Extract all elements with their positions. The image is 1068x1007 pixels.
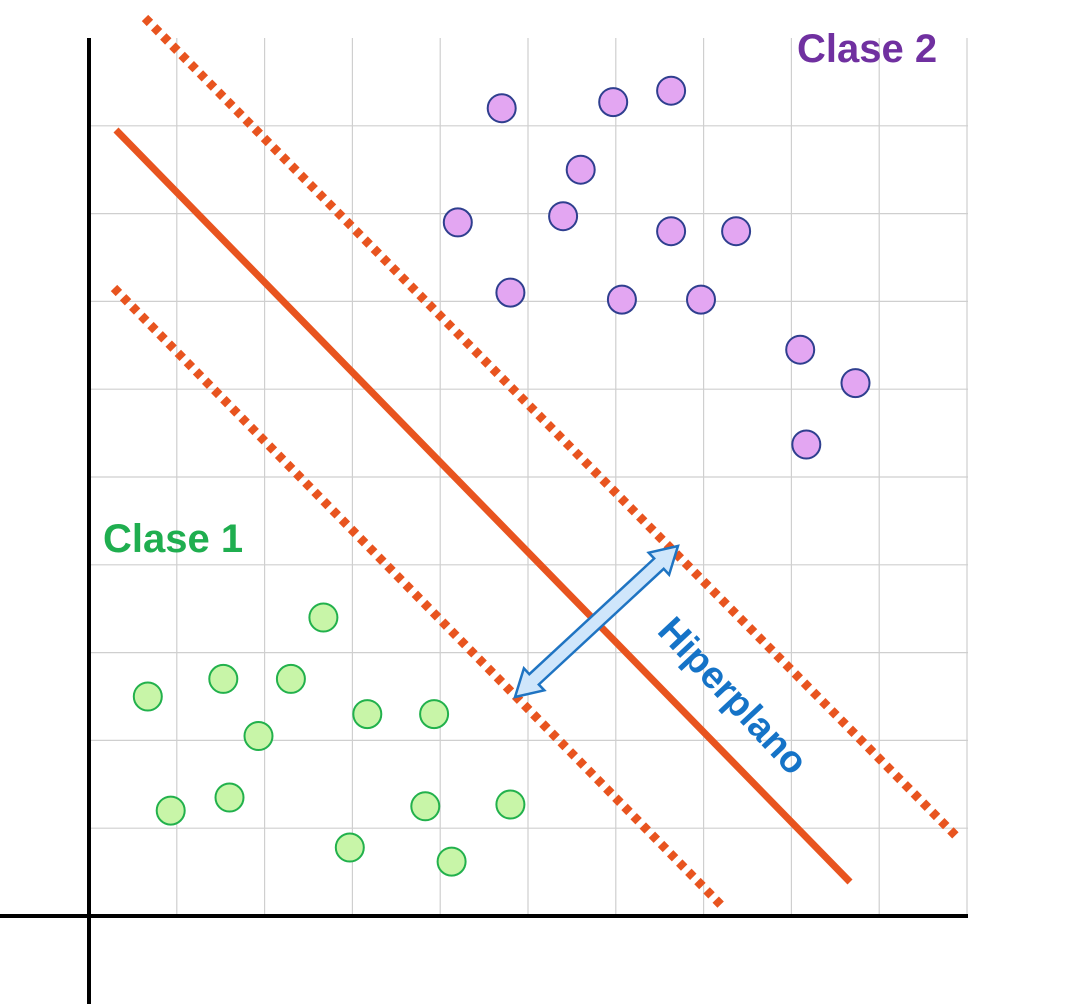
- class-1-point: [410, 791, 441, 822]
- class-1-label: Clase 1: [103, 517, 243, 561]
- class-1-point: [419, 699, 450, 730]
- class-1-point: [436, 846, 467, 877]
- class-1-point: [214, 782, 245, 813]
- class-2-point: [721, 216, 752, 247]
- hyperplane-line: [113, 127, 853, 885]
- class-1-point: [155, 795, 186, 826]
- class-1-point: [308, 602, 339, 633]
- margin-line-upper: [141, 14, 962, 842]
- class-2-point: [565, 154, 596, 185]
- class-2-point: [548, 201, 579, 232]
- hyperplane-line-group: [113, 127, 853, 885]
- axes: [0, 38, 968, 1004]
- class-1-point: [275, 663, 306, 694]
- class-2-point: [442, 207, 473, 238]
- class-1-point: [495, 789, 526, 820]
- class-2-point: [606, 284, 637, 315]
- class-1-points: [132, 602, 526, 877]
- class-2-point: [486, 93, 517, 124]
- class-1-point: [132, 681, 163, 712]
- class-2-point: [840, 368, 871, 399]
- class-2-point: [686, 284, 716, 315]
- grid: [89, 38, 968, 916]
- class-2-point: [656, 216, 687, 247]
- class-1-point: [334, 832, 365, 863]
- margin-line-lower: [110, 284, 726, 910]
- class-2-point: [791, 429, 822, 460]
- margin-arrow-group: [513, 544, 680, 699]
- class-1-point: [208, 663, 239, 694]
- class-2-point: [656, 75, 687, 106]
- class-2-label: Clase 2: [797, 27, 937, 71]
- class-2-point: [495, 277, 526, 308]
- margin-lines: [110, 14, 962, 910]
- class-1-point: [243, 721, 274, 751]
- class-1-point: [352, 699, 383, 730]
- double-headed-arrow-icon: [513, 544, 680, 699]
- class-2-points: [442, 75, 871, 460]
- class-2-point: [785, 334, 816, 365]
- class-2-point: [598, 87, 629, 118]
